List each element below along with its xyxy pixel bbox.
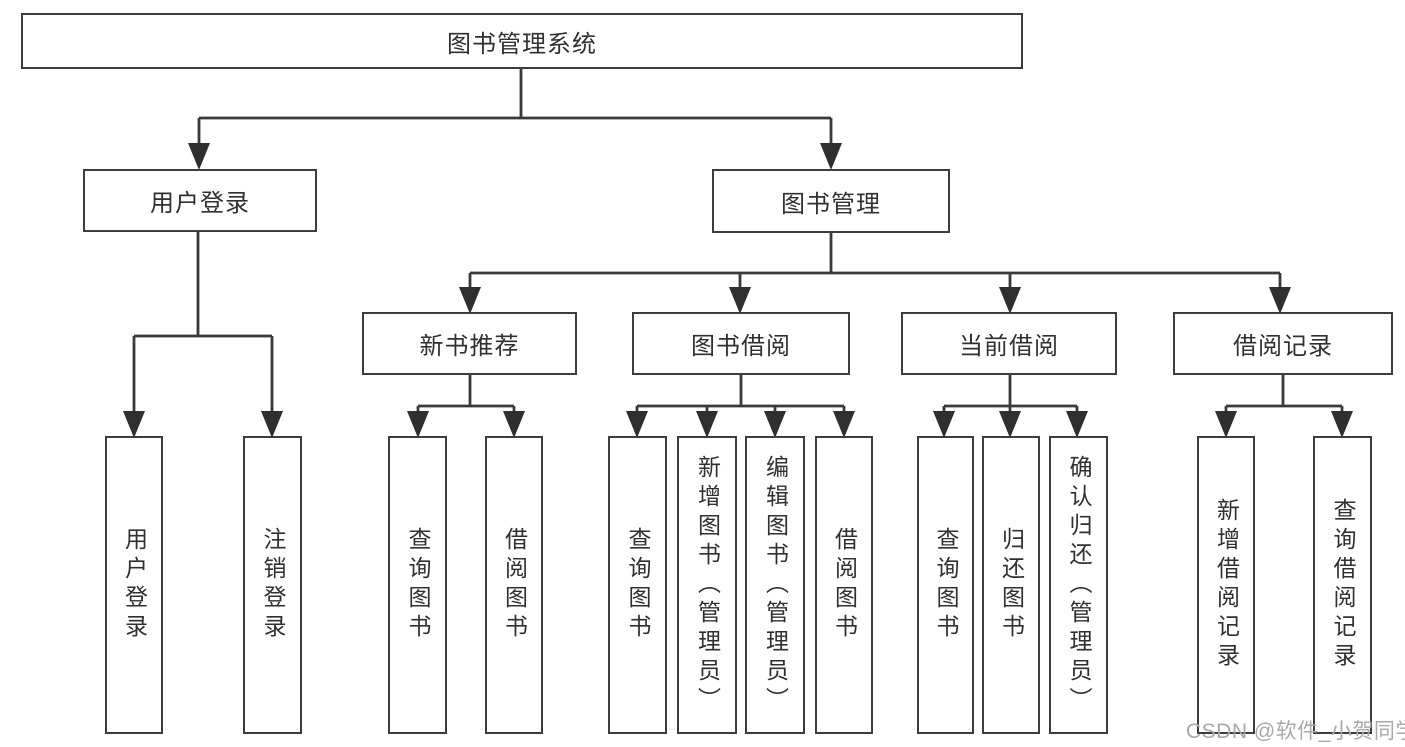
node-label: 借阅图书 [831,527,858,643]
leaf-borrow-books-recommend: 借阅图书 [485,436,543,734]
node-book-borrowing: 图书借阅 [632,312,850,375]
node-current-borrowing: 当前借阅 [901,312,1117,375]
node-label: 图书管理 [781,190,881,218]
node-new-book-recommend: 新书推荐 [362,312,577,375]
node-label: 新增图书（管理员） [694,454,721,716]
node-label: 新书推荐 [419,333,520,360]
node-label: 归还图书 [998,527,1025,643]
node-label: 查询图书 [933,527,959,643]
node-label: 用户登录 [121,527,148,643]
leaf-return-books: 归还图书 [982,436,1040,734]
node-label: 当前借阅 [959,333,1059,360]
leaf-logout: 注销登录 [243,436,302,734]
node-label: 编辑图书（管理员） [762,454,789,716]
leaf-user-login: 用户登录 [105,436,163,734]
node-label: 查询图书 [625,527,651,643]
node-label: 图书借阅 [691,333,791,360]
node-label: 查询借阅记录 [1330,498,1356,672]
leaf-query-books-current: 查询图书 [917,436,974,734]
leaf-edit-book-admin: 编辑图书（管理员） [745,436,805,734]
node-label: 查询图书 [405,527,431,643]
leaf-add-borrow-record: 新增借阅记录 [1197,436,1255,734]
leaf-query-books-recommend: 查询图书 [388,436,447,734]
node-user-login: 用户登录 [83,169,317,232]
leaf-add-book-admin: 新增图书（管理员） [677,436,737,734]
node-book-management: 图书管理 [712,169,950,233]
node-label: 用户登录 [150,190,250,217]
node-borrowing-records: 借阅记录 [1173,312,1393,375]
node-label: 借阅记录 [1233,333,1333,360]
node-root: 图书管理系统 [21,13,1023,69]
leaf-query-borrow-record: 查询借阅记录 [1313,436,1372,734]
csdn-watermark: CSDN @软件_小贺同学 [1186,720,1405,743]
node-label: 借阅图书 [501,527,528,643]
leaf-query-books-borrowing: 查询图书 [608,436,667,734]
node-label: 新增借阅记录 [1213,498,1240,672]
node-label: 图书管理系统 [447,30,597,58]
leaf-confirm-return-admin: 确认归还（管理员） [1049,436,1108,734]
node-label: 注销登录 [260,527,286,643]
node-label: 确认归还（管理员） [1066,454,1092,716]
leaf-borrow-books: 借阅图书 [815,436,873,734]
